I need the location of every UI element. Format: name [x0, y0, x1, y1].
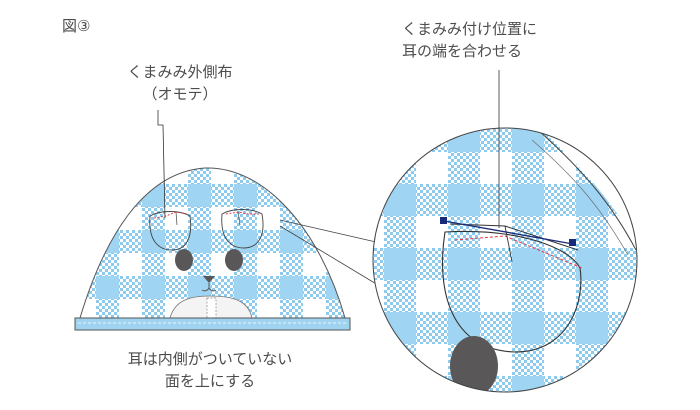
zoom-detail — [372, 127, 638, 393]
zoom-line-top — [279, 219, 377, 243]
left-eye — [175, 249, 193, 271]
alignment-marker-left — [440, 217, 447, 224]
alignment-marker-right — [569, 239, 576, 246]
zoom-circle — [372, 127, 638, 393]
attach-position-callout: くまみみ付け位置に 耳の端を合わせる — [402, 18, 537, 62]
zoom-line-bottom — [279, 225, 379, 286]
center-tab — [206, 297, 217, 319]
ear-note-callout: 耳は内側がついていない 面を上にする — [100, 348, 320, 392]
right-eye — [225, 249, 243, 271]
alignment-marker-line — [443, 220, 574, 245]
zoom-stitch — [454, 235, 583, 269]
outer-fabric-line2: （オモテ） — [142, 85, 218, 103]
figure-label: 図③ — [62, 17, 91, 35]
ear-note-line2: 面を上にする — [164, 372, 256, 390]
outer-fabric-line1: くまみみ外側布 — [127, 63, 233, 81]
left-ear — [149, 211, 192, 251]
hood-illustration — [74, 167, 351, 331]
right-ear — [221, 209, 264, 249]
attach-position-line1: くまみみ付け位置に — [402, 20, 538, 38]
hood-body — [79, 167, 346, 319]
mouth — [201, 283, 217, 292]
zoom-eye — [450, 336, 498, 392]
zoom-ear — [442, 230, 582, 353]
ear-note-line1: 耳は内側がついていない — [127, 350, 293, 368]
leader-outer-fabric — [157, 110, 166, 219]
hood-edge — [537, 129, 637, 251]
nose — [203, 276, 215, 283]
outer-fabric-callout: くまみみ外側布 （オモテ） — [110, 61, 250, 105]
attach-position-line2: 耳の端を合わせる — [402, 42, 523, 60]
hood-brim — [74, 317, 351, 331]
